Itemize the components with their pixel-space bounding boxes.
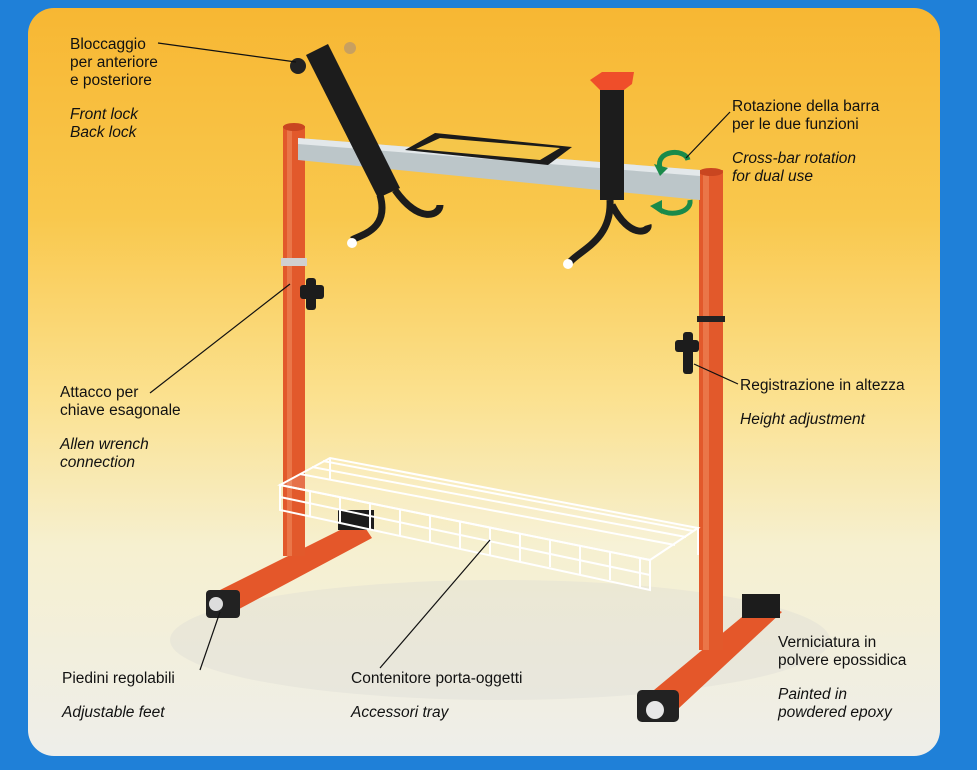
accessory-tray-label: Contenitore porta-oggetti Accessori tray xyxy=(351,670,523,721)
rear-clamp-cradle xyxy=(590,72,634,90)
front-lock-label: Bloccaggio per anteriore e posteriore Fr… xyxy=(70,36,158,141)
left-foot-screw xyxy=(209,597,223,611)
right-upright xyxy=(699,170,723,650)
adjustable-feet-label: Piedini regolabili Adjustable feet xyxy=(62,670,175,721)
crossbar-rotation-label: Rotazione della barra per le due funzion… xyxy=(732,98,880,185)
right-foot-rear-cap xyxy=(742,594,780,618)
floor-shadow xyxy=(170,580,830,700)
rear-clamp-post xyxy=(600,90,624,200)
crossbar xyxy=(298,138,700,200)
accessory-tray xyxy=(277,456,701,592)
height-adjustment-label: Registrazione in altezza Height adjustme… xyxy=(740,377,905,428)
left-upright xyxy=(283,126,305,556)
allen-wrench-label: Attacco per chiave esagonale Allen wrenc… xyxy=(60,384,181,471)
front-clamp-arm xyxy=(306,44,400,198)
epoxy-paint-label: Verniciatura in polvere epossidica Paint… xyxy=(778,634,907,721)
yellow-panel xyxy=(28,8,940,756)
leader-lines xyxy=(149,42,739,671)
left-foot xyxy=(210,520,372,616)
right-foot-screw xyxy=(646,701,664,719)
